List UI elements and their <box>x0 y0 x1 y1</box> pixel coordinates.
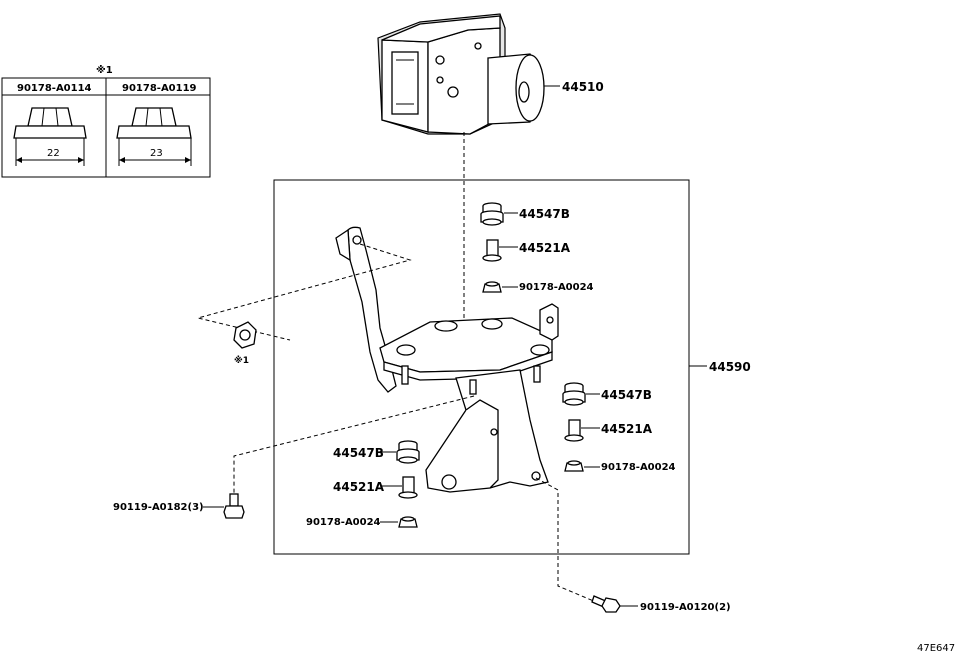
reference-code: 47E647 <box>917 643 955 654</box>
bolt-left-dashed-line <box>233 395 475 494</box>
nut-left-drawing <box>398 516 418 528</box>
label-90178-A0024-top: 90178-A0024 <box>519 282 594 293</box>
bolt-left-drawing <box>223 493 245 519</box>
collar-right-drawing <box>564 419 584 442</box>
bracket-assembly-frame <box>273 179 690 555</box>
label-44521A-right: 44521A <box>601 422 653 436</box>
cushion-left-drawing <box>396 440 420 464</box>
label-90119-A0182: 90119-A0182(3) <box>113 502 204 513</box>
label-44590: 44590 <box>709 360 751 374</box>
inset-size-23: 23 <box>150 148 163 159</box>
label-90178-A0024-left: 90178-A0024 <box>306 517 381 528</box>
inset-size-22: 22 <box>47 148 60 159</box>
label-44547B-right: 44547B <box>601 388 652 402</box>
collar-top-drawing <box>482 239 502 262</box>
abs-actuator-drawing <box>377 13 560 135</box>
flange-nut-22-drawing <box>13 107 87 166</box>
inset-table: ※1 90178-A0114 90178-A0119 22 <box>1 64 211 178</box>
cushion-right-drawing <box>562 382 586 406</box>
label-90119-A0120: 90119-A0120(2) <box>640 602 731 613</box>
bracket-drawing <box>335 226 559 493</box>
inset-part-90178-A0119: 90178-A0119 <box>122 83 197 94</box>
inset-table-mark: ※1 <box>96 64 113 76</box>
nut-mark1-label: ※1 <box>234 355 249 366</box>
nut-top-drawing <box>482 281 502 293</box>
bolt-bottom-drawing <box>591 595 621 613</box>
label-44547B-top: 44547B <box>519 207 570 221</box>
bolt-bottom-dashed-line <box>535 477 597 603</box>
side-mount-dashed-line <box>197 243 412 341</box>
label-44521A-top: 44521A <box>519 241 571 255</box>
label-44521A-left: 44521A <box>333 480 385 494</box>
nut-right-drawing <box>564 460 584 472</box>
label-90178-A0024-right: 90178-A0024 <box>601 462 676 473</box>
flange-nut-mark1-drawing <box>233 321 257 349</box>
label-44510: 44510 <box>562 80 604 94</box>
cushion-top-drawing <box>480 202 504 226</box>
flange-nut-23-drawing <box>116 107 192 166</box>
collar-left-drawing <box>398 476 418 499</box>
inset-part-90178-A0114: 90178-A0114 <box>17 83 92 94</box>
label-44547B-left: 44547B <box>333 446 384 460</box>
